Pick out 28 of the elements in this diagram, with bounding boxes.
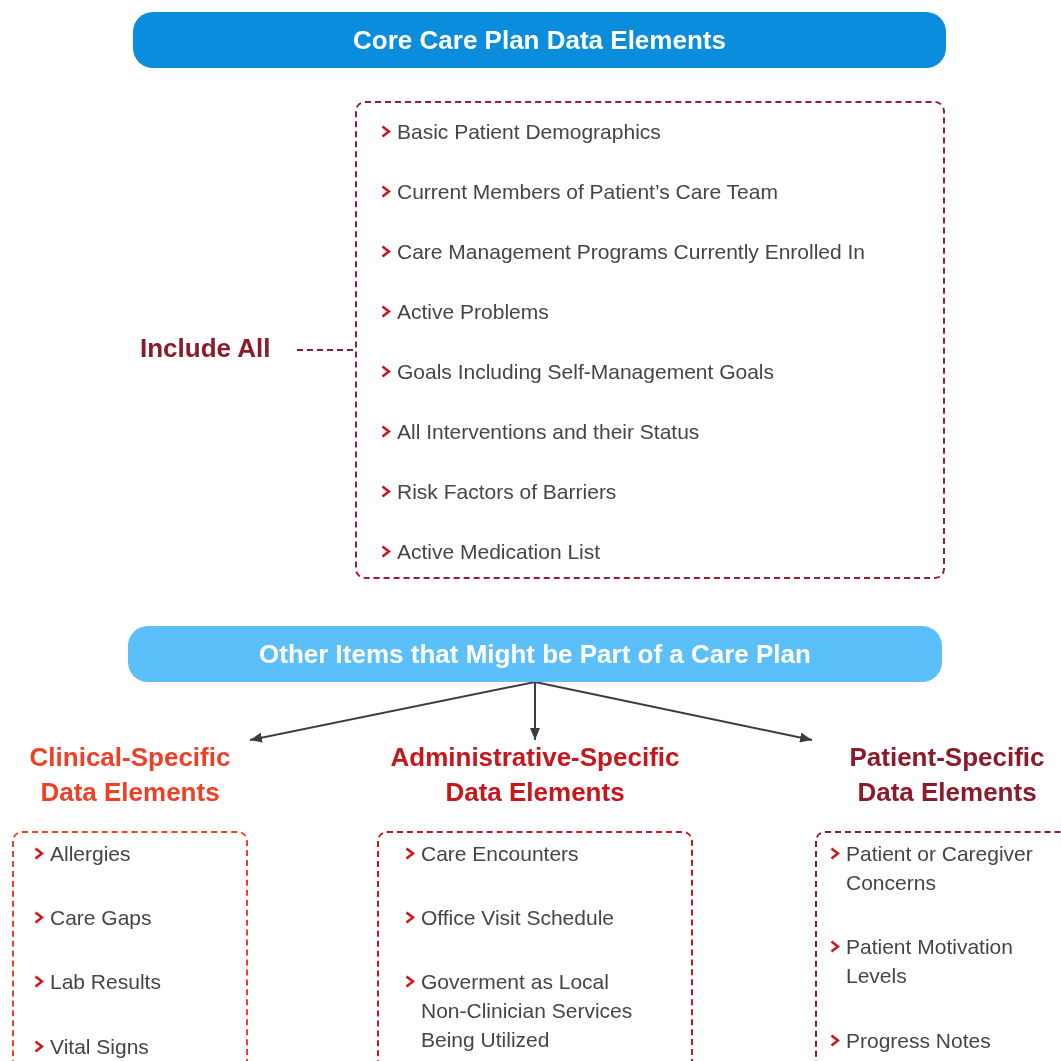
connector-line: [296, 349, 356, 351]
title-banner: Core Care Plan Data Elements: [133, 12, 946, 68]
list-item-text: Active Medication List: [397, 539, 602, 565]
list-item-text: All Interventions and their Status: [397, 419, 701, 445]
column-heading: Patient-Specific Data Elements: [848, 741, 1046, 809]
list-item-text: Office Visit Schedule: [421, 905, 615, 931]
list-item-text: Care Gaps: [50, 905, 153, 931]
column-heading: Clinical-Specific Data Elements: [28, 741, 232, 809]
list-item-text: Current Members of Patient’s Care Team: [397, 179, 779, 205]
list-item-text: Progress Notes: [846, 1028, 992, 1054]
list-item-text: Care Encounters: [421, 841, 580, 867]
list-item-text: Allergies: [50, 841, 132, 867]
list-item-text: Basic Patient Demographics: [397, 119, 662, 145]
list-item-text: Risk Factors of Barriers: [397, 479, 618, 505]
column-heading: Administrative-Specific Data Elements: [389, 741, 681, 809]
list-item-text: Active Problems: [397, 299, 550, 325]
arrow: [534, 681, 813, 743]
group-label: Include All: [140, 328, 297, 368]
list-item-text: Patient or Caregiver Concerns: [846, 841, 1034, 896]
list-item-text: Care Management Programs Currently Enrolled In: [397, 239, 867, 265]
section-banner: Other Items that Might be Part of a Care Plan: [128, 626, 942, 682]
list-item-text: Vital Signs: [50, 1034, 150, 1060]
list-item-text: Lab Results: [50, 969, 162, 995]
list-item-text: Goals Including Self-Management Goals: [397, 359, 776, 385]
arrow: [249, 681, 536, 743]
list-item-text: Goverment as Local Non-Clinician Services Being Utilized: [421, 969, 634, 1053]
arrow: [530, 681, 540, 741]
list-item-text: Patient Motivation Levels: [846, 934, 1014, 989]
